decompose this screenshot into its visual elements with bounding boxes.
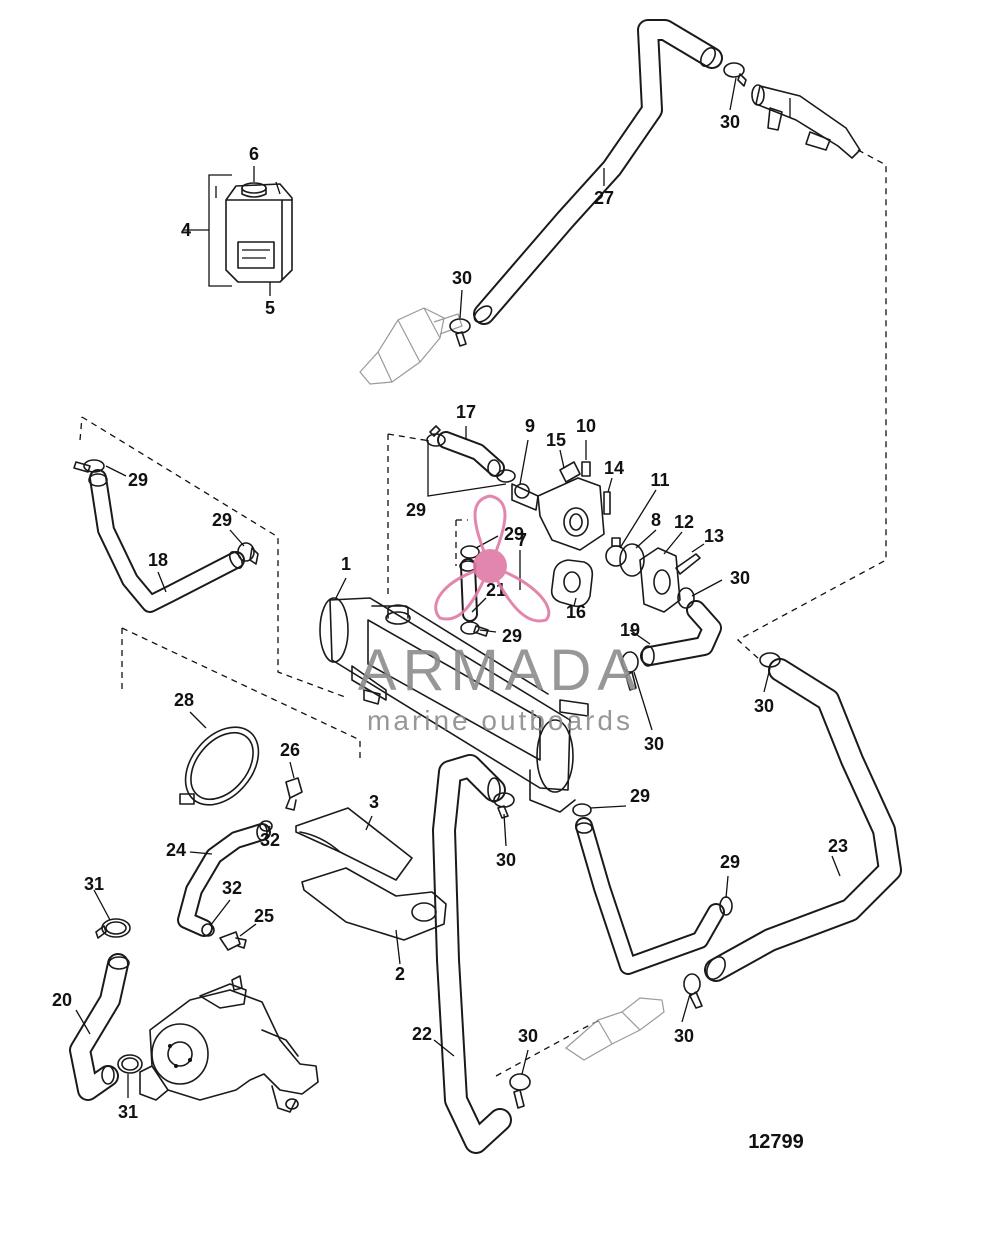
callout-31-a: 31 <box>84 874 104 894</box>
propeller-logo-icon <box>434 494 551 623</box>
callout-30-g: 30 <box>674 1026 694 1046</box>
callout-32-b: 32 <box>222 878 242 898</box>
heat-exchanger <box>319 597 589 813</box>
hose-22 <box>432 754 512 1154</box>
callout-29-b: 29 <box>212 510 232 530</box>
watermark: ARMADA marine outboards <box>358 494 642 736</box>
clamp-29-17r <box>496 469 516 483</box>
callout-14: 14 <box>604 458 624 478</box>
callout-22: 22 <box>412 1024 432 1044</box>
callout-30-c: 30 <box>730 568 750 588</box>
callout-29-c: 29 <box>406 500 426 520</box>
figure-number: 12799 <box>748 1131 804 1153</box>
callout-30-b: 30 <box>452 268 472 288</box>
clamp-30-top <box>723 62 747 87</box>
callout-8: 8 <box>651 510 661 530</box>
watermark-tagline: marine outboards <box>367 705 633 736</box>
callout-30-f: 30 <box>496 850 516 870</box>
callout-4: 4 <box>181 220 191 240</box>
callout-9: 9 <box>525 416 535 436</box>
clamp-30-22t <box>493 792 515 819</box>
clamp-30-19 <box>677 587 695 609</box>
hose-17 <box>437 431 505 477</box>
callout-15: 15 <box>546 430 566 450</box>
coolant-recovery-tank <box>208 174 293 287</box>
circulating-pump <box>139 975 319 1113</box>
callout-23: 23 <box>828 836 848 856</box>
callout-19: 19 <box>620 620 640 640</box>
callout-29-f: 29 <box>630 786 650 806</box>
hose-19 <box>640 600 722 667</box>
clamp-31-top <box>95 918 131 939</box>
hose-24 <box>177 823 271 937</box>
callout-30-e: 30 <box>754 696 774 716</box>
clamp-30-23b <box>683 973 703 1009</box>
clamp-29-center <box>572 803 592 817</box>
callout-18: 18 <box>148 550 168 570</box>
clamp-30-22b <box>509 1073 531 1109</box>
hose-20 <box>69 953 130 1101</box>
callout-7: 7 <box>517 530 527 550</box>
clamp-30-upper <box>449 318 471 347</box>
callout-16: 16 <box>566 602 586 622</box>
clamp-29-21b <box>460 621 489 637</box>
ghost-fitting-lower <box>565 997 665 1061</box>
clamp-29-18 <box>73 459 105 473</box>
clamp-30-23 <box>759 652 781 668</box>
callout-20: 20 <box>52 990 72 1010</box>
clamp-31-bot <box>117 1054 143 1074</box>
callout-26: 26 <box>280 740 300 760</box>
callout-29-a: 29 <box>128 470 148 490</box>
fittings-small <box>201 777 303 951</box>
thermostat-housing-assembly <box>511 461 701 613</box>
callout-17: 17 <box>456 402 476 422</box>
callout-30-h: 30 <box>518 1026 538 1046</box>
callout-2: 2 <box>395 964 405 984</box>
callout-12: 12 <box>674 512 694 532</box>
callout-25: 25 <box>254 906 274 926</box>
callout-30-a: 30 <box>720 112 740 132</box>
callout-3: 3 <box>369 792 379 812</box>
callout-29-e: 29 <box>502 626 522 646</box>
callout-24: 24 <box>166 840 186 860</box>
watermark-brand: ARMADA <box>358 638 642 703</box>
callout-31-b: 31 <box>118 1102 138 1122</box>
callout-13: 13 <box>704 526 724 546</box>
callout-30-d: 30 <box>644 734 664 754</box>
callout-27: 27 <box>594 188 614 208</box>
callout-29-g: 29 <box>720 852 740 872</box>
hose-18 <box>88 469 245 613</box>
clamp-29-21t <box>460 545 480 559</box>
callout-11: 11 <box>650 470 669 490</box>
hose-center-lower <box>575 817 725 975</box>
callout-5: 5 <box>265 298 275 318</box>
callout-6: 6 <box>249 144 259 164</box>
leader-lines <box>75 77 841 1098</box>
clamp-29-17l <box>426 425 446 447</box>
tee-fitting-top <box>751 84 861 159</box>
callout-10: 10 <box>576 416 596 436</box>
callout-1: 1 <box>341 554 351 574</box>
callout-28: 28 <box>174 690 194 710</box>
hose-clamps <box>73 62 781 1109</box>
hose-27 <box>473 19 723 325</box>
band-clamp <box>179 726 260 806</box>
hose-23 <box>704 658 902 982</box>
clamp-29-18r <box>237 542 259 565</box>
callout-32-a: 32 <box>260 830 280 850</box>
exhaust-shields <box>295 807 447 941</box>
clamp-30-19b <box>621 651 639 691</box>
callout-29-d: 29 <box>504 524 524 544</box>
ghost-fitting-upper <box>359 307 463 385</box>
